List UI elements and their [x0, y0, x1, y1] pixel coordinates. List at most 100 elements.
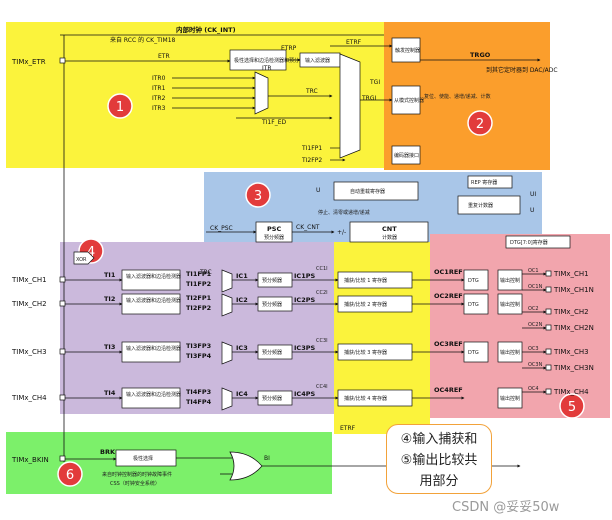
ch3-filter-block [121, 341, 181, 363]
auto-reload-register [333, 181, 419, 201]
ch4-ps-label: IC4PS [294, 390, 315, 398]
encoder-interface [391, 145, 421, 165]
rcc-clock-label: 来自 RCC 的 CK_TIM18 [110, 36, 176, 44]
out-oc-label-6: OC3N [528, 362, 543, 368]
bi-label: BI [264, 455, 270, 462]
trgo-label: TRGO [470, 51, 491, 59]
zone-badge-3: 3 [245, 182, 271, 208]
polarity-block-label: 极性选择和边沿检测器和预分频器 [234, 57, 309, 64]
psc-label: PSC [267, 225, 281, 233]
ch3-oc-ref-label: OC3REF [434, 340, 463, 348]
zone-badge-6: 6 [57, 461, 83, 487]
ch1-cc-register-label: 捕获/比较 1 寄存器 [344, 277, 387, 284]
out-pin-1 [545, 270, 552, 277]
etrf-label-top: ETRF [346, 39, 362, 46]
xor-gate [73, 251, 95, 265]
out-oc-label-4: OC2N [528, 322, 543, 328]
ch4-fp-b-label: TI4FP4 [186, 398, 212, 406]
zone-badge-2-number: 2 [476, 117, 484, 132]
ch1-filter-label: 输入滤波器和边沿检测器 [126, 273, 181, 280]
out-pin-2 [545, 286, 552, 293]
ch3-cci-label: CC3I [316, 338, 328, 344]
shared-section-note: ④输入捕获和 ⑤输出比较共 用部分 [386, 424, 492, 494]
trgo-destination-label: 到其它定时器到 DAC/ADC [486, 66, 558, 74]
ch3-pin-label: TIMx_CH3 [11, 348, 47, 356]
out-oc-label-7: OC4 [528, 386, 539, 392]
ch4-filter-block [121, 387, 181, 409]
ch2-out-ctrl-block [497, 293, 523, 315]
trgi-label: TRGI [361, 95, 376, 102]
psc-sub-label: 预分频器 [264, 234, 284, 241]
tgi-mux [339, 53, 361, 159]
ch4-out-ctrl-label: 输出控制 [500, 395, 520, 402]
repetition-counter-label: 重复计数器 [468, 202, 493, 209]
ck-psc-label: CK_PSC [210, 225, 233, 232]
xor-label: XOR [76, 257, 87, 263]
ch2-pin-label: TIMx_CH2 [11, 300, 47, 308]
ch2-ps-label: IC2PS [294, 296, 315, 304]
trigger-controller [391, 37, 421, 63]
internal-clock-label: 内部时钟 (CK_INT) [176, 25, 236, 34]
cnt-label: CNT [382, 225, 397, 233]
ch1-pin [59, 276, 66, 283]
out-pin-label-2: TIMx_CH1N [553, 286, 594, 294]
ch2-dtg-block [463, 293, 489, 315]
ch3-dtg-label: DTG [468, 350, 479, 356]
ti1f-ed-label: TI1F_ED [261, 119, 286, 126]
ch3-ic-label: IC3 [236, 344, 248, 352]
ch3-fp-b-label: TI3FP4 [186, 352, 212, 360]
zone-badge-1: 1 [107, 93, 133, 119]
ch2-ic-label: IC2 [236, 296, 248, 304]
zone-badge-5-number: 5 [568, 400, 576, 415]
ch3-ps-label: IC3PS [294, 344, 315, 352]
bkin-pin-label: TIMx_BKIN [11, 456, 49, 464]
rep-register [467, 175, 513, 189]
ch1-ic-label: IC1 [236, 272, 248, 280]
itr0-label: ITR0 [152, 75, 166, 82]
brk-label: BRK [100, 448, 116, 456]
ch2-filter-block [121, 293, 181, 315]
css-line2-label: CSS（时钟安全系统） [110, 480, 160, 487]
brake-or-gate [229, 451, 263, 481]
cnt-counter [349, 221, 429, 243]
note-line-1: ④输入捕获和 [400, 432, 478, 447]
out-pin-label-4: TIMx_CH2N [553, 324, 594, 332]
ch3-dtg-block [463, 341, 489, 363]
note-line-2: ⑤输出比较共 [400, 453, 478, 468]
brake-polarity-label: 极性选择 [133, 455, 153, 462]
ch2-prescaler-label: 预分频器 [262, 301, 282, 308]
bkin-pin [59, 455, 66, 462]
ch1-out-ctrl-block [497, 269, 523, 291]
ch3-prescaler-label: 预分频器 [262, 349, 282, 356]
zone-badge-1-number: 1 [116, 100, 124, 115]
itr-mux-label: ITR [262, 65, 272, 72]
slave-controller-label: 从模式控制器 [394, 97, 424, 104]
out-pin-label-5: TIMx_CH3 [553, 348, 589, 356]
auto-reload-register-label: 自动重载寄存器 [350, 188, 385, 195]
ch4-fp-a-label: TI4FP3 [186, 388, 211, 396]
ch4-cc-register-label: 捕获/比较 4 寄存器 [344, 395, 387, 402]
dtg-register-label: DTG[7:0]寄存器 [510, 239, 548, 246]
out-oc-label-5: OC3 [528, 346, 539, 352]
itr3-label: ITR3 [152, 105, 166, 112]
out-pin-5 [545, 348, 552, 355]
ck-cnt-label: CK_CNT [296, 224, 320, 231]
ti1fp1-label-top: TI1FP1 [301, 145, 322, 152]
zone-badge-5: 5 [559, 393, 585, 419]
ch3-out-ctrl-label: 输出控制 [500, 349, 520, 356]
out-pin-3 [545, 308, 552, 315]
ch4-ic-mux [221, 387, 233, 411]
ch2-dtg-label: DTG [468, 302, 479, 308]
ch1-prescaler-label: 预分频器 [262, 277, 282, 284]
update-left-label: U [316, 187, 320, 194]
rep-register-label: REP 寄存器 [471, 179, 497, 186]
ch1-out-ctrl-label: 输出控制 [500, 277, 520, 284]
zone-badge-6-number: 6 [66, 468, 74, 483]
ch4-out-ctrl-block [497, 387, 523, 409]
zone-4-input-area [60, 242, 334, 414]
ch4-pin-label: TIMx_CH4 [11, 394, 47, 402]
csdn-watermark: CSDN @妥妥50w [452, 500, 560, 515]
